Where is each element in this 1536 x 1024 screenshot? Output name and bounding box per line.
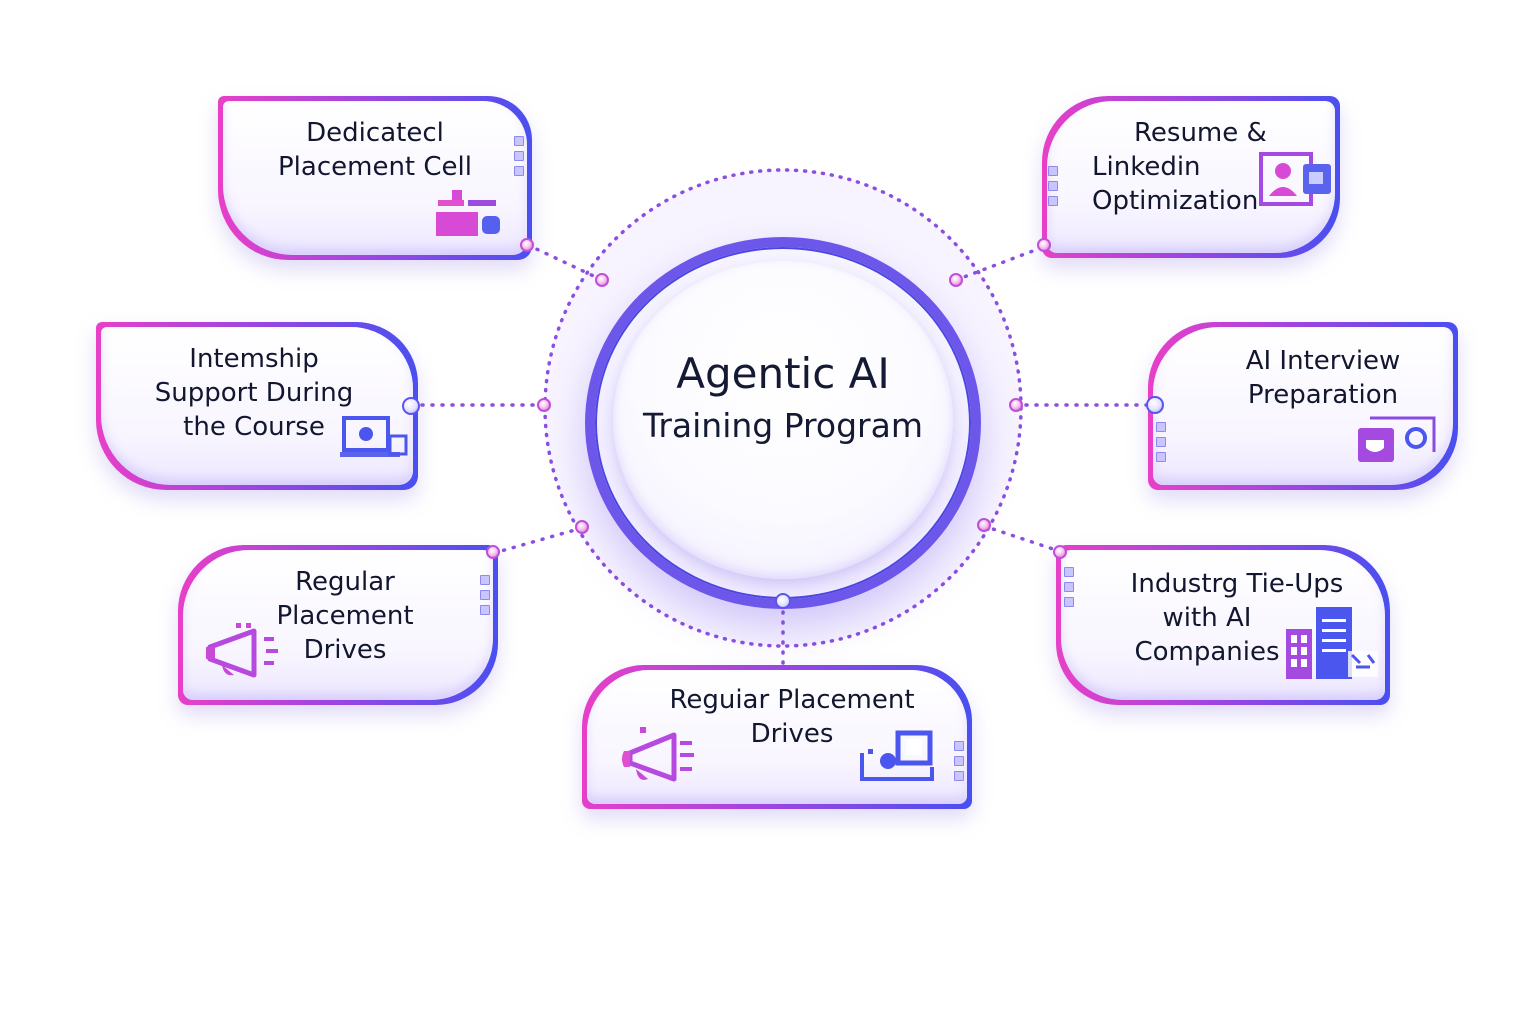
hub-node-dot: [537, 398, 551, 412]
card-connector-dot: [1146, 396, 1164, 414]
card-connector-dot: [486, 545, 500, 559]
hub-node-dot: [949, 273, 963, 287]
card-connector-dot: [1053, 545, 1067, 559]
hub-node-dot: [1009, 398, 1023, 412]
card-label-line: Intemship: [189, 344, 319, 374]
id-card-icon: [860, 730, 934, 781]
card-label-line: Optimization: [1092, 186, 1259, 216]
central-hub: Agentic AI Training Program: [585, 237, 981, 609]
card-side-ticks: [954, 741, 964, 781]
card-label-line: Placement Cell: [278, 152, 472, 182]
card-label: Dedicatecl Placement Cell: [218, 116, 532, 184]
card-label: AI Interview Preparation: [1188, 344, 1458, 412]
card-resume-linkedin[interactable]: Resume & Linkedin Optimization: [1042, 96, 1340, 258]
laptop-coffee-icon: [340, 416, 408, 457]
card-inner: [101, 327, 413, 485]
card-label-line: Reguiar Placement: [669, 685, 915, 715]
card-label-line: with AI: [1162, 603, 1252, 633]
hub-node-dot: [595, 273, 609, 287]
card-side-ticks: [1156, 422, 1166, 462]
card-label: Intemship Support During the Course: [90, 342, 418, 444]
connector-industry-tieups: [982, 524, 1064, 554]
card-inner: [587, 670, 967, 804]
hub-inner-disc: [613, 261, 953, 579]
card-side-ticks: [1048, 166, 1058, 206]
megaphone-icon: [622, 727, 694, 782]
card-connector-dot: [1037, 238, 1051, 252]
card-ai-interview-prep[interactable]: AI Interview Preparation: [1148, 322, 1458, 490]
connector-dedicated-placement-cell: [526, 243, 604, 282]
card-label-line: Regular: [295, 567, 395, 597]
card-industry-tieups[interactable]: Industrg Tie-Ups with AI Companies: [1056, 545, 1390, 705]
card-label-line: AI Interview: [1245, 346, 1401, 376]
card-label-line: Industrg Tie-Ups: [1130, 569, 1344, 599]
buildings-icon: [1286, 607, 1378, 679]
hub-bottom-dot: [775, 593, 791, 609]
hub-node-dot: [575, 520, 589, 534]
card-label-line: Dedicatecl: [306, 118, 444, 148]
connector-regular-placement-left: [492, 526, 584, 555]
card-label-line: Companies: [1134, 637, 1280, 667]
card-side-ticks: [1064, 567, 1074, 607]
card-label: Regular Placement Drives: [192, 565, 498, 667]
card-label-line: Placement: [276, 601, 414, 631]
card-label-line: the Course: [183, 412, 325, 442]
card-label: Industrg Tie-Ups with AI Companies: [1024, 567, 1390, 669]
megaphone-icon: [206, 623, 278, 678]
card-connector-dot: [402, 397, 420, 415]
card-label-line: Support During: [154, 378, 354, 408]
coffee-chat-icon: [1358, 416, 1436, 462]
card-dedicated-placement-cell[interactable]: Dedicatecl Placement Cell: [218, 96, 532, 260]
card-label-line: Drives: [750, 719, 834, 749]
card-label-line: Linkedin: [1092, 152, 1201, 182]
hub-subtitle: Training Program: [643, 406, 923, 445]
card-side-ticks: [514, 136, 524, 176]
card-label: Resume & Linkedin Optimization: [1092, 116, 1340, 218]
card-regular-placement-drives-left[interactable]: Regular Placement Drives: [178, 545, 498, 705]
hub-node-dot: [977, 518, 991, 532]
card-connector-dot: [520, 238, 534, 252]
card-side-ticks: [480, 575, 490, 615]
card-inner: [1153, 327, 1453, 485]
card-label: Reguiar Placement Drives: [612, 683, 972, 751]
connector-resume-linkedin: [954, 244, 1048, 282]
card-regular-placement-drives-bottom[interactable]: Reguiar Placement Drives: [582, 665, 972, 809]
card-label-line: Drives: [303, 635, 387, 665]
card-internship-support[interactable]: Intemship Support During the Course: [96, 322, 418, 490]
card-inner: [183, 550, 493, 700]
card-label-line: Resume &: [1134, 118, 1267, 148]
profile-card-icon: [1259, 152, 1331, 206]
hub-title: Agentic AI: [676, 349, 890, 398]
office-desk-icon: [436, 190, 500, 236]
card-label-line: Preparation: [1247, 380, 1399, 410]
